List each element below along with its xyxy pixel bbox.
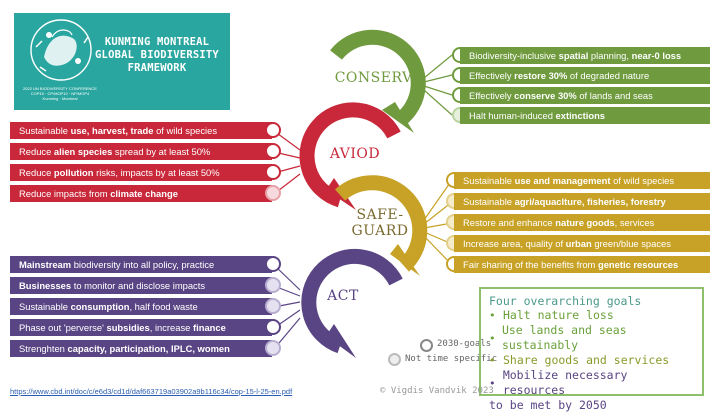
emblem-text-2: COP15 · CP/MOP10 · NP/MOP4 (30, 91, 90, 96)
goals-footer: to be met by 2050 (489, 398, 607, 412)
safeguard-arrowhead (390, 244, 420, 276)
not-time-specific-marker (265, 298, 281, 314)
safeguard-label: SAFE- GUARD (351, 207, 409, 239)
cop15-emblem-icon (30, 19, 92, 81)
avoid-item: Reduce impacts from climate change (10, 185, 272, 202)
safeguard-arrow (334, 175, 428, 272)
act-arrowhead (326, 324, 356, 358)
overarching-goals-box: Four overarching goals •Halt nature loss… (479, 287, 704, 412)
safeguard-item: Sustainable use and management of wild s… (454, 172, 710, 189)
goal-item: •Mobilize necessary resources (489, 368, 628, 397)
act-item: Mainstream biodiversity into all policy,… (10, 256, 272, 273)
goal-item: •Use lands and seas sustainably (489, 323, 627, 352)
avoid-item: Sustainable use, harvest, trade of wild … (10, 122, 272, 139)
conserve-arrow (330, 29, 426, 126)
act-arrow (301, 248, 403, 354)
act-item: Businesses to monitor and disclose impac… (10, 277, 272, 294)
avoid-arrow (299, 102, 401, 208)
kmgbf-logo: 2022 UN BIODIVERSITY CONFERENCE COP15 · … (14, 13, 230, 110)
goal-item: •Halt nature loss (489, 308, 614, 322)
avoid-item: Reduce pollution risks, impacts by at le… (10, 164, 272, 181)
source-link[interactable]: https://www.cbd.int/doc/c/e6d3/cd1d/daf6… (10, 387, 293, 396)
logo-title: KUNMING MONTREAL GLOBAL BIODIVERSITY FRA… (95, 36, 219, 74)
conserve-item: Halt human-induced extinctions (460, 107, 710, 124)
safeguard-item: Fair sharing of the benefits from geneti… (454, 256, 710, 273)
not-time-specific-marker (265, 185, 281, 201)
goal-2030-marker (265, 164, 281, 180)
bullet-icon: • (489, 331, 496, 345)
conserve-arrowhead (382, 102, 414, 133)
not-time-specific-marker (265, 340, 281, 356)
act-item: Phase out 'perverse' subsidies, increase… (10, 319, 272, 336)
conserve-item: Biodiversity-inclusive spatial planning,… (460, 47, 710, 64)
goal-2030-marker (265, 319, 281, 335)
conserve-item: Effectively restore 30% of degraded natu… (460, 67, 710, 84)
safeguard-item: Restore and enhance nature goods, servic… (454, 214, 710, 231)
conserve-label: CONSERVE (334, 70, 424, 86)
emblem-text-3: Kunming · Montreal (42, 96, 78, 101)
act-item: Strenghten capacity, participation, IPLC… (10, 340, 272, 357)
goals-title: Four overarching goals (489, 294, 642, 308)
act-item: Sustainable consumption, half food waste (10, 298, 272, 315)
copyright: © Vigdis Vandvik 2023 (380, 386, 494, 396)
safeguard-item: Sustainable agri/aquaclture, fisheries, … (454, 193, 710, 210)
bullet-icon: • (489, 376, 496, 390)
conserve-item: Effectively conserve 30% of lands and se… (460, 87, 710, 104)
emblem-text-1: 2022 UN BIODIVERSITY CONFERENCE (23, 86, 97, 91)
goal-2030-marker (265, 122, 281, 138)
goal-2030-marker (265, 143, 281, 159)
legend-not-time-label: Not time specific (405, 354, 498, 364)
safeguard-item: Increase area, quality of urban green/bl… (454, 235, 710, 252)
bullet-icon: • (489, 309, 496, 322)
avoid-label: AVIOD (329, 146, 381, 162)
goal-item: •Share goods and services (489, 353, 670, 367)
legend-2030-label: 2030-goals (437, 339, 492, 349)
bullet-icon: • (489, 354, 496, 367)
not-time-specific-marker (265, 277, 281, 293)
legend-not-time-icon (388, 353, 401, 366)
act-label: ACT (327, 288, 359, 304)
legend-2030-icon (420, 339, 433, 352)
goal-2030-marker (265, 256, 281, 272)
avoid-item: Reduce alien species spread by at least … (10, 143, 272, 160)
